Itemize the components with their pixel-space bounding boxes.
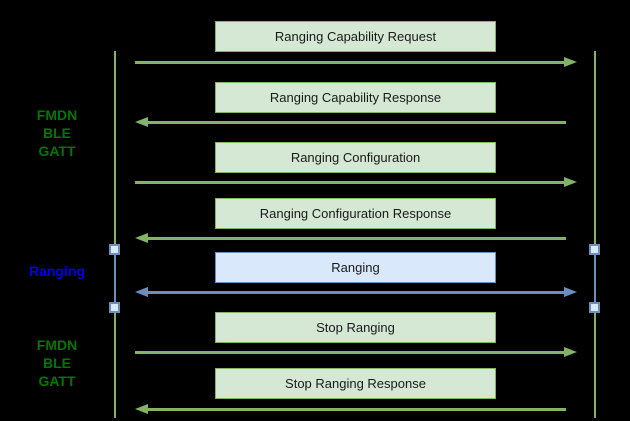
arrowhead-right-icon [564,287,577,297]
lifeline-left [114,51,116,418]
message-box-ranging-capability-request: Ranging Capability Request [215,21,496,52]
message-box-ranging: Ranging [215,252,496,283]
side-label-line: FMDN [36,337,78,353]
arrow-shaft [135,351,566,354]
arrow-shaft [146,291,566,294]
message-box-stop-ranging: Stop Ranging [215,312,496,343]
side-label-line: BLE [43,125,71,141]
side-label-line: BLE [43,355,71,371]
session-endpoint-marker [109,302,120,313]
arrow-shaft [146,121,566,124]
session-endpoint-marker [589,302,600,313]
side-label-fmdn-ble-gatt-bottom: FMDN BLE GATT [18,336,96,390]
arrow-ranging-capability-response [135,116,577,128]
arrow-shaft [146,408,566,411]
arrow-ranging-bidirectional [135,286,577,298]
arrow-shaft [146,237,566,240]
arrow-ranging-configuration [135,176,577,188]
arrow-ranging-capability-request [135,56,577,68]
arrowhead-right-icon [564,177,577,187]
message-box-stop-ranging-response: Stop Ranging Response [215,368,496,399]
arrowhead-right-icon [564,347,577,357]
side-label-ranging: Ranging [18,262,96,280]
arrowhead-left-icon [135,117,148,127]
message-box-ranging-capability-response: Ranging Capability Response [215,82,496,113]
arrow-stop-ranging [135,346,577,358]
message-box-ranging-configuration: Ranging Configuration [215,142,496,173]
ranging-session-segment-left [114,250,116,307]
ranging-session-segment-right [594,250,596,307]
arrowhead-left-icon [135,287,148,297]
session-endpoint-marker [109,244,120,255]
message-box-ranging-configuration-response: Ranging Configuration Response [215,198,496,229]
arrowhead-left-icon [135,404,148,414]
side-label-line: Ranging [29,263,85,279]
arrow-stop-ranging-response [135,403,577,415]
arrowhead-left-icon [135,233,148,243]
side-label-line: FMDN [36,107,78,123]
lifeline-right [594,51,596,418]
arrow-ranging-configuration-response [135,232,577,244]
side-label-fmdn-ble-gatt-top: FMDN BLE GATT [18,106,96,160]
arrow-shaft [135,181,566,184]
side-label-line: GATT [38,373,76,389]
session-endpoint-marker [589,244,600,255]
arrow-shaft [135,61,566,64]
arrowhead-right-icon [564,57,577,67]
side-label-line: GATT [38,143,76,159]
